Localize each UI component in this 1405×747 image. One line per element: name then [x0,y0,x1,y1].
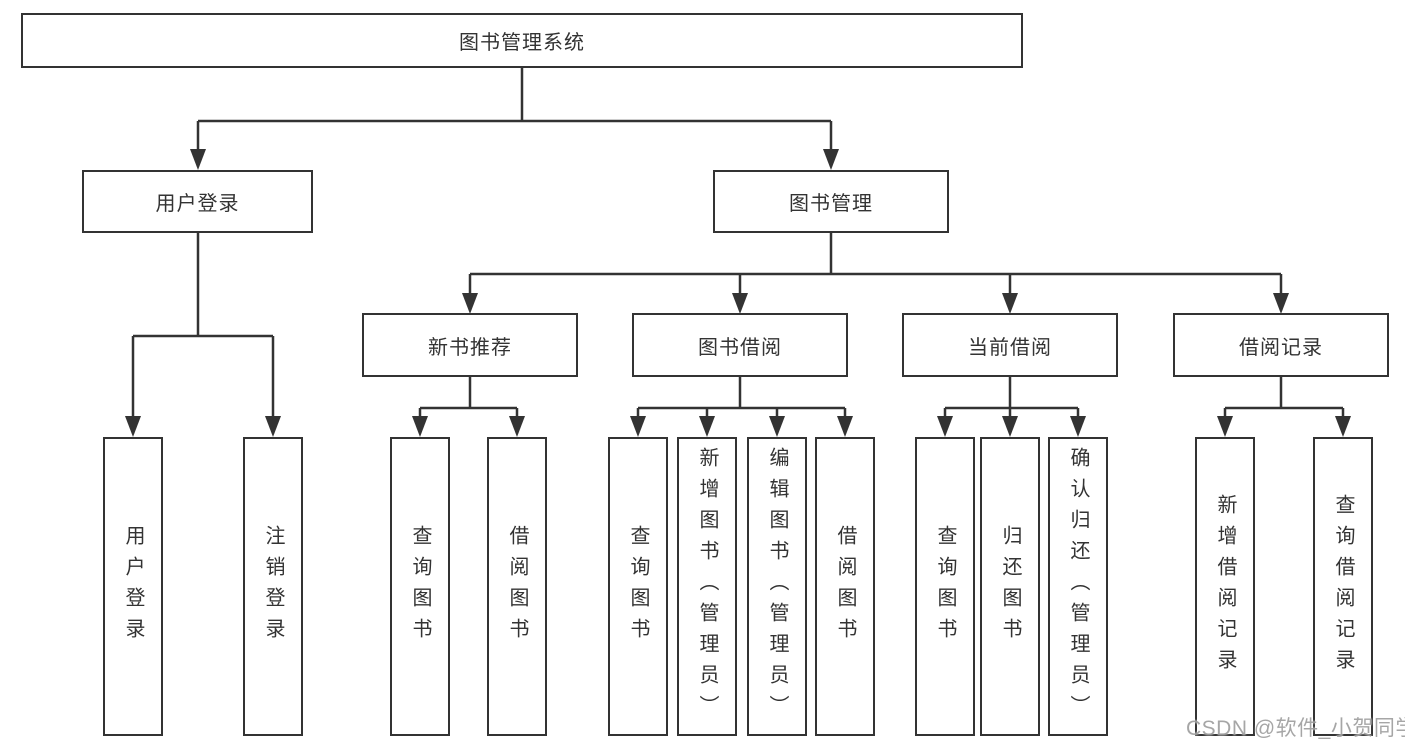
leaf-edit-book-admin-label: 编辑图书（管理员） [766,447,788,726]
leaf-query-borrow-record: 查询借阅记录 [1313,437,1373,736]
node-new-book-recommend: 新书推荐 [362,313,578,377]
node-user-login-label: 用户登录 [155,193,240,215]
watermark: CSDN @软件_小贺同学 [1186,717,1405,740]
node-new-book-recommend-label: 新书推荐 [428,336,512,359]
leaf-logout: 注销登录 [243,437,303,736]
leaf-add-borrow-record: 新增借阅记录 [1195,437,1255,736]
leaf-logout-label: 注销登录 [262,524,284,649]
node-user-login: 用户登录 [82,170,313,233]
arrow-down-icons [125,149,1351,437]
leaf-borrow-book-2-label: 借阅图书 [834,524,856,649]
leaf-return-book: 归还图书 [980,437,1040,736]
leaf-edit-book-admin: 编辑图书（管理员） [747,437,807,736]
node-book-management-label: 图书管理 [789,193,873,215]
leaf-confirm-return-admin-label: 确认归还（管理员） [1067,447,1089,726]
leaf-query-borrow-record-label: 查询借阅记录 [1332,493,1354,680]
leaf-return-book-label: 归还图书 [999,524,1021,649]
leaf-add-book-admin: 新增图书（管理员） [677,437,737,736]
node-root: 图书管理系统 [21,13,1023,68]
node-book-management: 图书管理 [713,170,949,233]
leaf-query-book-3-label: 查询图书 [934,524,956,649]
node-book-borrow-label: 图书借阅 [698,336,782,359]
leaf-add-book-admin-label: 新增图书（管理员） [696,447,718,726]
node-book-borrow: 图书借阅 [632,313,848,377]
leaf-confirm-return-admin: 确认归还（管理员） [1048,437,1108,736]
leaf-user-login: 用户登录 [103,437,163,736]
leaf-query-book-2-label: 查询图书 [627,524,649,649]
leaf-borrow-book-1-label: 借阅图书 [506,524,528,649]
leaf-borrow-book-2: 借阅图书 [815,437,875,736]
leaf-query-book-1-label: 查询图书 [409,524,431,649]
leaf-query-book-3: 查询图书 [915,437,975,736]
node-borrow-records-label: 借阅记录 [1239,336,1323,359]
leaf-add-borrow-record-label: 新增借阅记录 [1214,493,1236,680]
node-root-label: 图书管理系统 [459,32,585,54]
leaf-query-book-2: 查询图书 [608,437,668,736]
node-current-borrow: 当前借阅 [902,313,1118,377]
leaf-query-book-1: 查询图书 [390,437,450,736]
node-current-borrow-label: 当前借阅 [968,336,1052,359]
leaf-borrow-book-1: 借阅图书 [487,437,547,736]
leaf-user-login-label: 用户登录 [122,524,144,649]
node-borrow-records: 借阅记录 [1173,313,1389,377]
